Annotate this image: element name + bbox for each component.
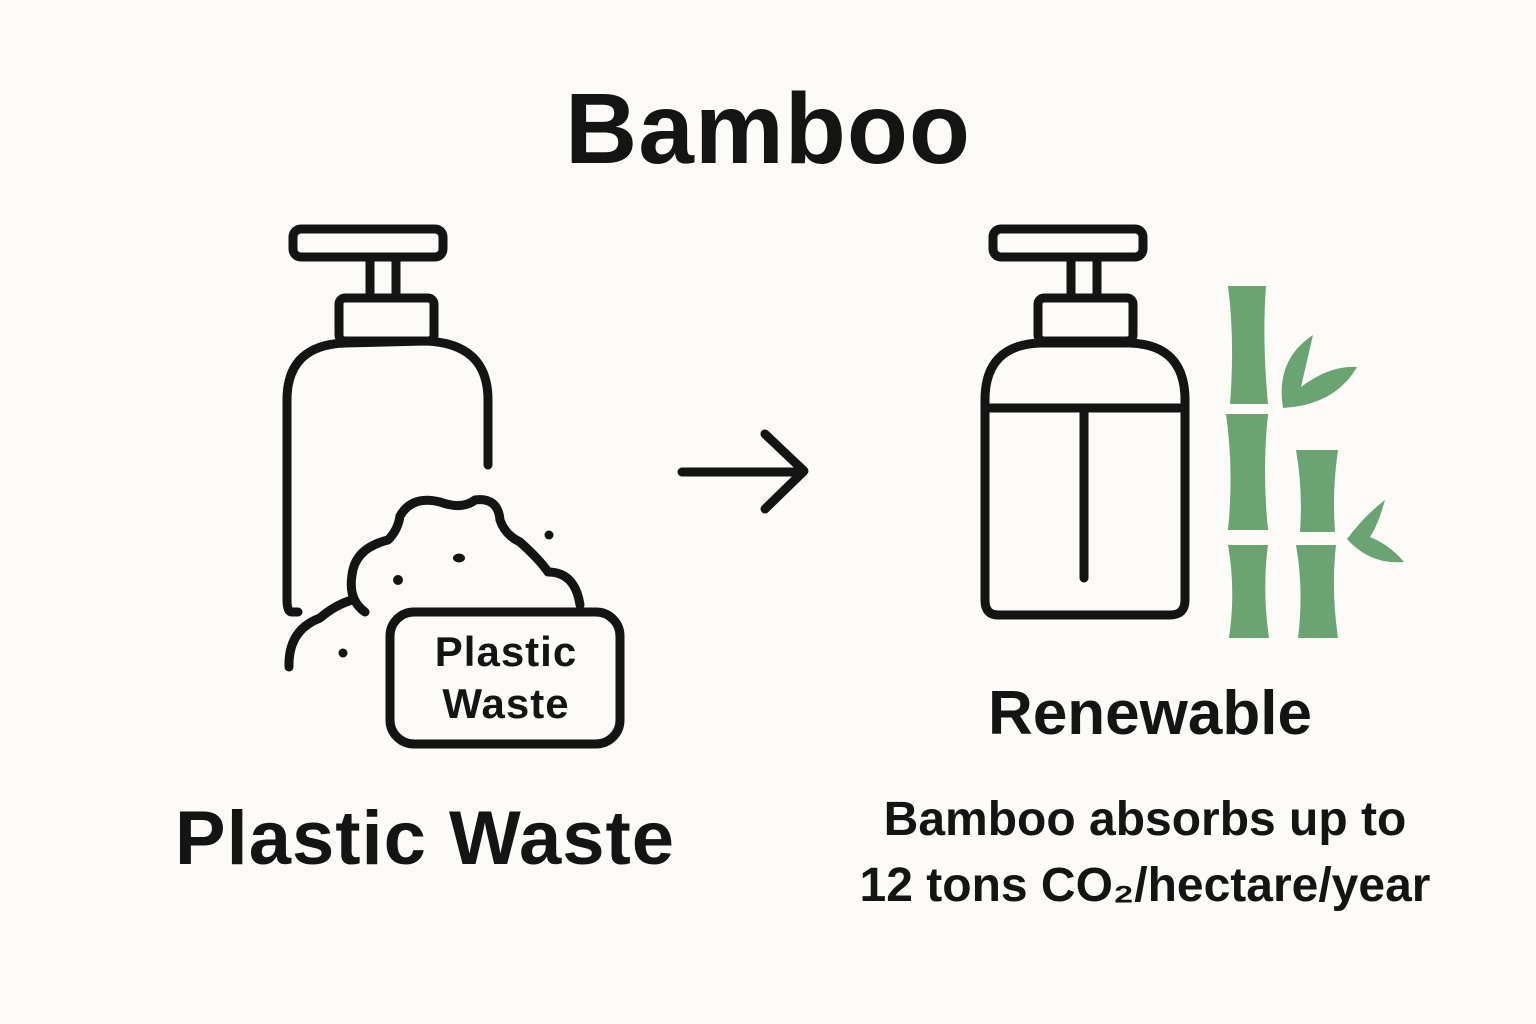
- plastic-waste-badge: [385, 607, 625, 749]
- badge-line: Waste: [442, 680, 570, 727]
- bamboo-icon: [1226, 286, 1404, 638]
- plastic-waste-badge-text: Plastic Waste: [392, 626, 620, 730]
- caption-line: Bamboo absorbs up to: [883, 793, 1407, 846]
- plastic-waste-label: Plastic Waste: [174, 796, 676, 881]
- bamboo-co2-caption: Bamboo absorbs up to 12 tons CO₂/hectare…: [820, 787, 1470, 919]
- bamboo-bottle-icon: [980, 224, 1190, 620]
- waste-particles: [338, 530, 554, 658]
- right-arrow-icon: [677, 429, 809, 514]
- badge-line: Plastic: [434, 628, 578, 675]
- waste-pile-icon: [284, 495, 585, 672]
- caption-line: 12 tons CO₂/hectare/year: [859, 859, 1431, 912]
- page-title: Bamboo: [565, 73, 971, 185]
- plastic-bottle-icon: [282, 224, 493, 617]
- renewable-label: Renewable: [988, 679, 1312, 748]
